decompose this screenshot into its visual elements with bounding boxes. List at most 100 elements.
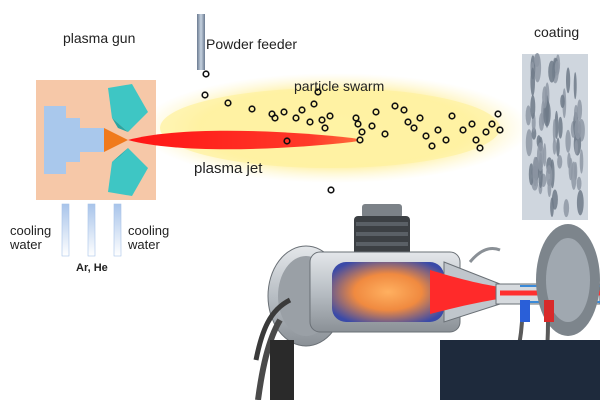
particle (428, 142, 436, 150)
right-disc-inner (546, 238, 590, 322)
coating-splat (576, 190, 584, 216)
coating-splat (571, 161, 577, 190)
particle (410, 124, 418, 132)
particle (468, 120, 476, 128)
particle (488, 120, 496, 128)
coating-splat (565, 129, 571, 153)
coating-splat (525, 105, 532, 126)
coating-splat (532, 156, 538, 187)
powder-feeder-tube (197, 14, 205, 70)
torch-motor-cap (362, 204, 402, 218)
coating-splat (552, 138, 557, 155)
particle (372, 108, 380, 116)
cooling-water-label-right: cooling water (128, 223, 170, 252)
coating-splat (557, 155, 563, 169)
coating-splats (525, 52, 585, 218)
coating-splat (543, 143, 547, 167)
particle (306, 118, 314, 126)
particle (298, 106, 306, 114)
particle (321, 124, 329, 132)
coating-splat (560, 94, 565, 109)
plasma-jet (128, 130, 358, 150)
cooling-water-pipe-right (113, 203, 122, 257)
particle (496, 126, 504, 134)
anode-nozzle-top (108, 84, 148, 132)
particle (326, 112, 334, 120)
particle (422, 132, 430, 140)
motor-rib (356, 242, 408, 246)
particle (280, 108, 288, 116)
particle (310, 100, 318, 108)
coating-label: coating (534, 24, 580, 40)
connector-red (544, 300, 554, 322)
coating-splat (530, 67, 535, 97)
coating-splat (552, 119, 556, 143)
plasma-gun-label: plasma gun (63, 30, 136, 46)
particle (404, 118, 412, 126)
coating-splat (576, 176, 582, 191)
particle-group (201, 70, 504, 194)
particle (400, 106, 408, 114)
torch-base (440, 340, 600, 400)
particle (201, 91, 209, 99)
particle (202, 70, 210, 78)
combustion-chamber (332, 262, 444, 322)
particle (482, 128, 490, 136)
gas-pipe (87, 203, 96, 257)
particle (318, 116, 326, 124)
coating-splat (558, 116, 563, 139)
particle (416, 114, 424, 122)
coating-splat (566, 67, 571, 94)
coating-splat (545, 165, 553, 187)
particle (472, 136, 480, 144)
particle (358, 128, 366, 136)
torch-flame (430, 270, 560, 314)
coating-splat (556, 137, 560, 157)
anode-nozzle-bottom (108, 148, 148, 196)
coating-splat (547, 178, 552, 197)
particle (381, 130, 389, 138)
powder-feeder-label: Powder feeder (206, 36, 298, 52)
coating-splat (536, 142, 544, 172)
particle (271, 114, 279, 122)
coating-splat (573, 72, 577, 100)
particle (352, 114, 360, 122)
particle (459, 126, 467, 134)
torch-post (270, 340, 294, 400)
nozzle-tip (104, 128, 128, 152)
coating-splat (534, 53, 540, 67)
particle (224, 99, 232, 107)
coating-splat (574, 140, 578, 155)
gas-label: Ar, He (76, 262, 108, 274)
motor-rib (356, 232, 408, 236)
tube (468, 247, 501, 263)
particle (476, 144, 484, 152)
particle (327, 186, 335, 194)
coating-splat (525, 129, 533, 157)
particle (391, 102, 399, 110)
particle (368, 122, 376, 130)
coating-splat (579, 149, 584, 174)
cooling-water-pipe-left (61, 203, 70, 257)
coating-splat (577, 99, 583, 121)
hose (255, 318, 283, 400)
particle (283, 137, 291, 145)
particle (442, 136, 450, 144)
hose (253, 297, 292, 361)
cathode-electrode (44, 106, 104, 174)
plasma-torch-cutaway (253, 204, 600, 400)
coating-splat (574, 104, 578, 122)
particle (354, 120, 362, 128)
particle (448, 112, 456, 120)
coating-splat (542, 86, 548, 109)
plasma-jet-label: plasma jet (194, 160, 263, 177)
anode-nozzle-bottom-shade (112, 148, 128, 162)
motor-rib (356, 222, 408, 226)
particle-swarm-label: particle swarm (294, 78, 385, 94)
anode-nozzle-top-shade (112, 118, 128, 132)
particle (248, 105, 256, 113)
coating-splat (554, 60, 560, 76)
particle (356, 136, 364, 144)
